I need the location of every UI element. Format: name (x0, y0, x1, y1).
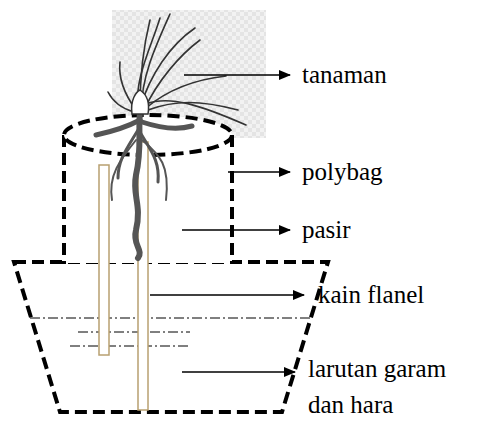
part-label: tanaman (302, 57, 387, 93)
plant-roots (96, 112, 192, 258)
part-label: kain flanel (318, 277, 424, 313)
part-label: pasir (302, 212, 351, 248)
flannel-strip (138, 142, 148, 410)
solution-level (30, 318, 312, 346)
polybag-side (62, 135, 66, 264)
part-label: polybag (302, 154, 383, 190)
solution-container (14, 262, 328, 412)
plant-leaves (108, 14, 246, 125)
plant-bulb (132, 90, 149, 114)
part-label: larutan garam dan hara (308, 351, 473, 423)
polybag-side (230, 135, 234, 264)
leader-arrow (150, 75, 304, 372)
flannel-strip (99, 165, 109, 355)
